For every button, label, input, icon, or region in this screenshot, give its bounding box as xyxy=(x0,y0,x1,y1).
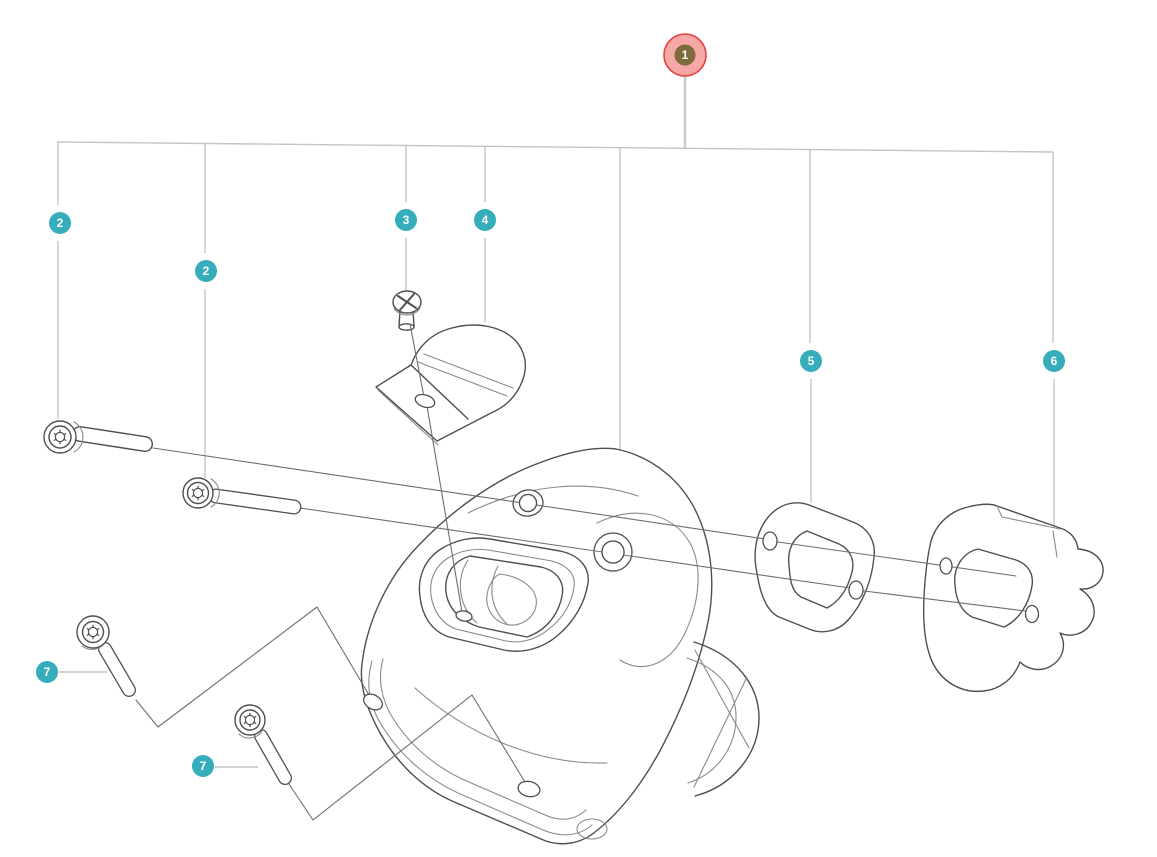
callout-badge-2[interactable]: 2 xyxy=(195,260,217,282)
callout-badge-6[interactable]: 6 xyxy=(1043,350,1065,372)
screw-socket-front[interactable] xyxy=(76,615,136,697)
callout-badge-label: 2 xyxy=(57,216,64,230)
callout-badge-5[interactable]: 5 xyxy=(800,350,822,372)
callout-badge-label: 7 xyxy=(200,759,207,773)
callout-badge-7[interactable]: 7 xyxy=(192,755,214,777)
callout-grid-lines xyxy=(56,76,1055,768)
callout-badge-2[interactable]: 2 xyxy=(49,212,71,234)
callout-badge-4[interactable]: 4 xyxy=(474,209,496,231)
fastener-holes xyxy=(363,393,1040,798)
callout-badge-3[interactable]: 3 xyxy=(395,209,417,231)
callout-badge-1-primary[interactable]: 1 xyxy=(663,33,707,77)
callout-badge-label: 4 xyxy=(482,213,489,227)
cover-plate[interactable] xyxy=(375,324,527,446)
exhaust-deflector[interactable] xyxy=(922,503,1104,693)
callout-badge-7[interactable]: 7 xyxy=(36,661,58,683)
screw-socket-rear[interactable] xyxy=(234,704,292,785)
callout-badge-label: 6 xyxy=(1051,354,1058,368)
callout-badge-label: 2 xyxy=(203,264,210,278)
callout-badge-label: 7 xyxy=(44,665,51,679)
callout-badge-label: 3 xyxy=(403,213,410,227)
callout-badge-label: 1 xyxy=(682,48,689,62)
callout-badges: 1 2 2 3 4 5 6 7 7 xyxy=(36,33,1065,777)
gasket[interactable] xyxy=(754,502,875,633)
leader-lines xyxy=(135,323,1027,821)
bolt-long-lower[interactable] xyxy=(182,477,302,515)
bolt-long-upper[interactable] xyxy=(43,420,153,454)
callout-badge-label: 5 xyxy=(808,354,815,368)
